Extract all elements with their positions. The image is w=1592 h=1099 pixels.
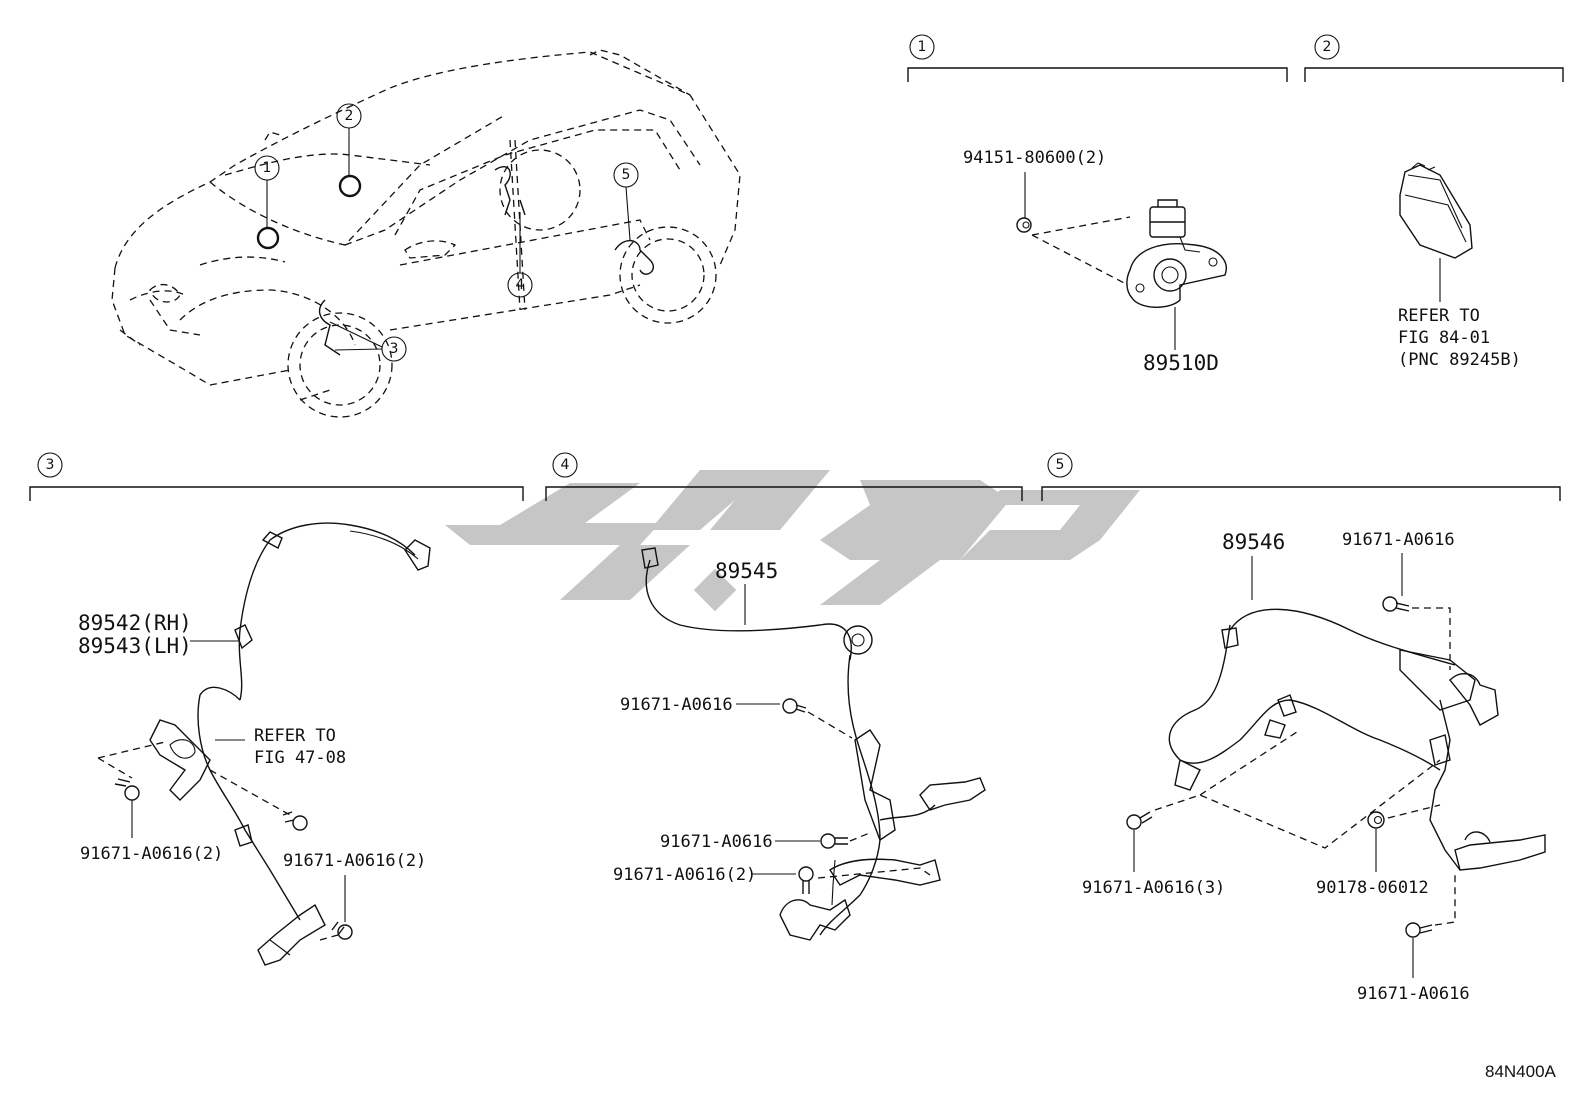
car-callout-3: 3 [390,341,399,357]
part-91671-A0616-2-left: 91671-A0616(2) [80,844,223,864]
car-callout-5: 5 [622,167,631,183]
car-callout-4: 4 [516,277,525,293]
bolt-icon [1405,922,1433,978]
part-91671-A0616-mid: 91671-A0616 [660,832,773,852]
bolt-icon [331,875,353,940]
section-4-number: 4 [561,457,570,473]
part-89510D: 89510D [1143,351,1219,375]
part-91671-A0616-2-right: 91671-A0616(2) [283,851,426,871]
bolt-icon [1382,596,1410,612]
section-2: 2 REFER TO FIG 84-01 (PNC 89245B) [1304,34,1564,370]
refer-fig-84-01-line3: (PNC 89245B) [1398,350,1521,370]
part-91671-A0616-3: 91671-A0616(3) [1082,878,1225,898]
module-icon [1399,162,1473,259]
watermark-logo [445,470,1140,612]
abs-sensor-front-icon [149,522,431,966]
section-5: 5 89546 91671-A0616 [1041,452,1561,1004]
nut-icon [1367,811,1385,872]
bolt-icon [782,698,807,714]
section-4: 4 89545 91671-A0616 91671-A0616 [545,452,1023,941]
part-91671-A0616-top: 91671-A0616 [620,695,733,715]
part-91671-A0616-top-5: 91671-A0616 [1342,530,1455,550]
section-5-number: 5 [1056,457,1065,473]
section-1: 1 94151-80600(2) 89510D [907,34,1288,375]
part-91671-A0616-bottom-5: 91671-A0616 [1357,984,1470,1004]
refer-fig-47-08-line2: FIG 47-08 [254,748,346,768]
section-3: 3 89542(RH) 89543(LH) REFER TO FIG 47-08… [29,452,524,966]
bolt-icon [798,866,814,894]
section-3-number: 3 [46,457,55,473]
part-94151-80600: 94151-80600(2) [963,148,1106,168]
section-2-number: 2 [1323,39,1332,55]
car-overview: 1 2 3 4 5 [111,49,741,418]
bolt-icon [1126,811,1153,872]
part-89545: 89545 [715,559,778,583]
refer-fig-84-01-line1: REFER TO [1398,306,1480,326]
abs-sensor-rear-right-icon [1168,608,1546,871]
bolt-icon [282,811,308,831]
abs-sensor-rear-icon [641,547,986,941]
section-1-number: 1 [918,39,927,55]
part-90178-06012: 90178-06012 [1316,878,1429,898]
nut-icon [1016,217,1032,233]
car-callout-1: 1 [263,160,272,176]
height-sensor-icon [1126,199,1227,308]
refer-fig-84-01-line2: FIG 84-01 [1398,328,1490,348]
figure-code: 84N400A [1485,1062,1557,1081]
part-91671-A0616-2-bottom: 91671-A0616(2) [613,865,756,885]
part-89546: 89546 [1222,530,1285,554]
refer-fig-47-08-line1: REFER TO [254,726,336,746]
car-callout-2: 2 [345,108,354,124]
bolt-icon [114,778,140,838]
bolt-icon [820,833,848,849]
part-89542-rh: 89542(RH) [78,611,192,635]
part-89543-lh: 89543(LH) [78,634,192,658]
